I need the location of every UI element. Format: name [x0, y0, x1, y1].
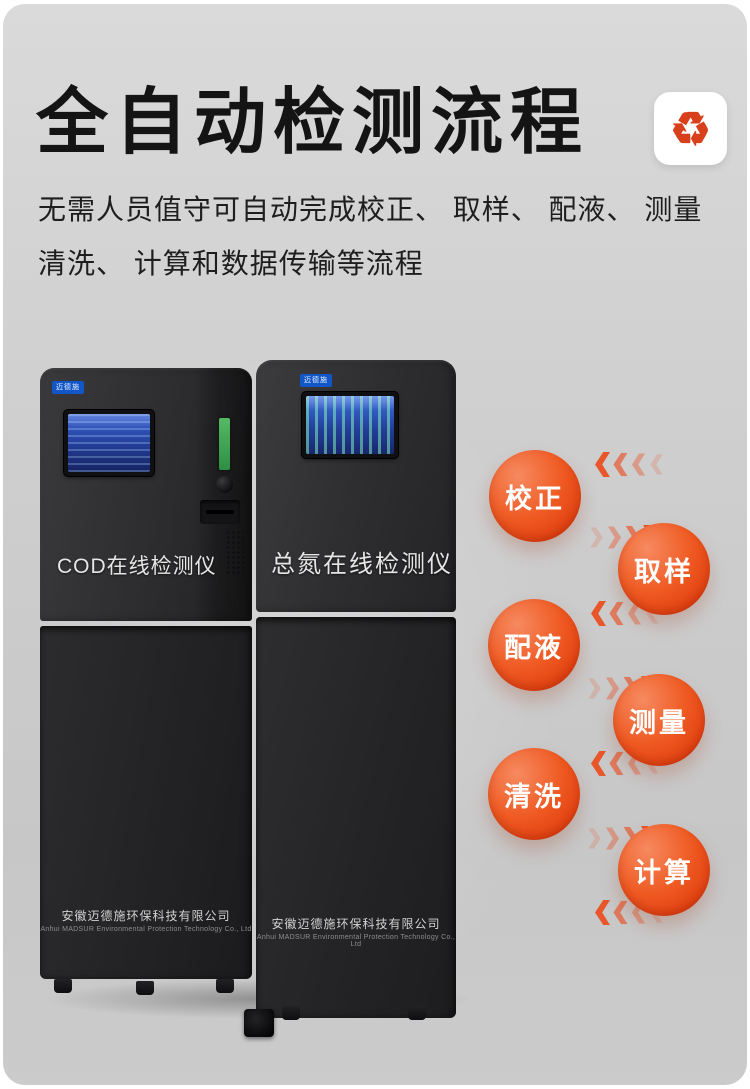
- cabinet-foot: [408, 1006, 426, 1020]
- background-panel: 全自动检测流程 ♻ 无需人员值守可自动完成校正、 取样、 配液、 测量 清洗、 …: [3, 4, 747, 1085]
- flow-step-calculation: 计算: [618, 824, 710, 916]
- cabinet-foot: [216, 979, 234, 993]
- cabinet-foot: [54, 979, 72, 993]
- chevron-left-icon: [595, 452, 664, 477]
- tn-company-name-en: Anhui MADSUR Environmental Protection Te…: [256, 934, 456, 948]
- tn-screen-display: [306, 396, 394, 454]
- tn-cabinet-body: 安徽迈德施环保科技有限公司 Anhui MADSUR Environmental…: [244, 617, 456, 1037]
- machine-cod-analyzer: 迈德施 COD在线检测仪 安徽迈德施环保科技有限公司 Anhui MADSUR …: [40, 368, 252, 998]
- brand-logo: 迈德施: [52, 381, 84, 394]
- subtitle-line-2: 清洗、 计算和数据传输等流程: [38, 248, 424, 279]
- cabinet-foot: [282, 1006, 300, 1020]
- door-handle: [244, 1009, 274, 1037]
- flow-step-cleaning: 清洗: [488, 748, 580, 840]
- cod-head-unit: 迈德施 COD在线检测仪: [40, 368, 252, 621]
- cod-company-name-cn: 安徽迈德施环保科技有限公司: [61, 909, 231, 923]
- tn-company-name-cn: 安徽迈德施环保科技有限公司: [271, 917, 441, 931]
- tn-machine-label: 总氮在线检测仪: [271, 551, 453, 578]
- control-knob: [216, 476, 233, 493]
- machine-total-nitrogen-analyzer: 迈德施 总氮在线检测仪 安徽迈德施环保科技有限公司 Anhui MADSUR E…: [244, 360, 456, 1037]
- flow-step-measurement: 测量: [613, 674, 705, 766]
- recycle-icon: ♻: [669, 102, 712, 155]
- cod-screen-display: [68, 414, 150, 472]
- printer-slot: [200, 500, 240, 524]
- cod-cabinet-body: 安徽迈德施环保科技有限公司 Anhui MADSUR Environmental…: [40, 626, 252, 979]
- flow-step-calibration: 校正: [489, 450, 581, 542]
- page-title: 全自动检测流程: [36, 83, 590, 163]
- reagent-indicator: [219, 418, 230, 470]
- cod-company-block: 安徽迈德施环保科技有限公司 Anhui MADSUR Environmental…: [40, 907, 252, 933]
- cabinet-foot: [136, 981, 154, 995]
- flow-step-sampling: 取样: [618, 523, 710, 615]
- tn-company-block: 安徽迈德施环保科技有限公司 Anhui MADSUR Environmental…: [256, 915, 456, 948]
- tn-screen: [302, 392, 398, 458]
- subtitle-line-1: 无需人员值守可自动完成校正、 取样、 配液、 测量: [38, 194, 703, 225]
- recycle-badge: ♻: [654, 92, 727, 165]
- flow-step-solution-preparation: 配液: [488, 599, 580, 691]
- cod-machine-label: COD在线检测仪: [57, 555, 217, 578]
- speaker-grille: [226, 530, 244, 576]
- tn-head-unit: 迈德施 总氮在线检测仪: [256, 360, 456, 612]
- cod-side-column: [194, 368, 252, 621]
- cod-company-name-en: Anhui MADSUR Environmental Protection Te…: [40, 926, 252, 933]
- cod-screen: [64, 410, 154, 476]
- brand-logo: 迈德施: [300, 374, 332, 387]
